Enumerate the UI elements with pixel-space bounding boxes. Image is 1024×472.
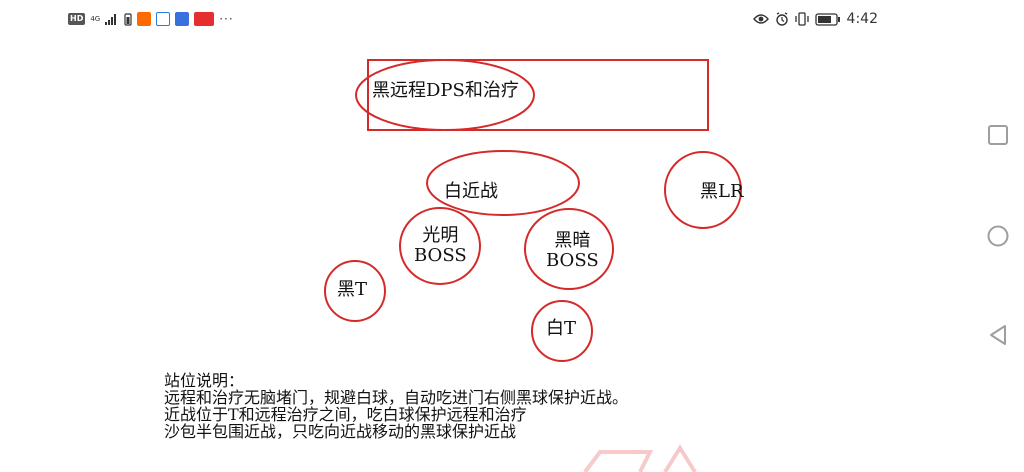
- taobao-app-icon: [137, 12, 152, 26]
- black-lr-label: 黑LR: [700, 181, 744, 202]
- black-lr-circle: [664, 151, 742, 229]
- status-left-group: HD 4G ···: [68, 11, 234, 27]
- ranged-healer-circle: [355, 59, 535, 131]
- dark-boss-label: 黑暗 BOSS: [546, 231, 599, 271]
- light-boss-line-2: BOSS: [414, 245, 467, 266]
- positioning-notes: 站位说明： 远程和治疗无脑堵门，规避白球，自动吃进门右侧黑球保护近战。 近战位于…: [164, 372, 804, 440]
- back-button[interactable]: [987, 323, 1009, 347]
- black-t-label: 黑T: [337, 279, 368, 300]
- dark-boss-circle: [524, 208, 614, 290]
- notes-line: 沙包半包围近战，只吃向近战移动的黑球保护近战: [164, 422, 517, 441]
- notes-title: 站位说明：: [164, 371, 245, 390]
- network-type-label: 4G: [90, 15, 101, 23]
- notification-app-icon: [156, 12, 171, 26]
- vibrate-icon: [794, 12, 809, 26]
- light-boss-label: 光明 BOSS: [414, 226, 467, 266]
- white-t-circle: [531, 300, 593, 362]
- melee-label: 白近战: [444, 181, 498, 202]
- sim-battery-icon: [124, 12, 132, 26]
- status-right-group: 4:42: [752, 10, 878, 28]
- status-bar: HD 4G ···: [0, 0, 960, 38]
- notes-line: 远程和治疗无脑堵门，规避白球，自动吃进门右侧黑球保护近战。: [164, 388, 629, 407]
- dark-boss-line-1: 黑暗: [554, 230, 591, 251]
- ranged-healer-label: 黑远程DPS和治疗: [372, 80, 519, 101]
- clock-time: 4:42: [846, 11, 878, 27]
- white-t-label: 白T: [546, 318, 577, 339]
- notes-line: 近战位于T和远程治疗之间，吃白球保护远程和治疗: [164, 405, 527, 424]
- light-boss-circle: [399, 207, 481, 285]
- ranged-healer-zone-box: [367, 59, 709, 131]
- alarm-icon: [775, 12, 788, 26]
- melee-circle: [426, 150, 580, 216]
- black-t-circle: [324, 260, 386, 322]
- home-button[interactable]: [986, 224, 1010, 248]
- dark-boss-line-2: BOSS: [546, 250, 599, 271]
- battery-icon: [814, 12, 840, 26]
- shopping-app-icon: [194, 12, 215, 26]
- more-notifications-icon: ···: [219, 12, 234, 26]
- eye-comfort-icon: [752, 14, 769, 24]
- recent-apps-button[interactable]: [987, 124, 1009, 146]
- stamp-watermark: [583, 444, 697, 472]
- hd-badge: HD: [68, 13, 86, 25]
- baidu-app-icon: [175, 12, 190, 26]
- light-boss-line-1: 光明: [422, 225, 459, 246]
- android-navigation-bar: [960, 0, 1024, 472]
- signal-icon: [105, 14, 117, 25]
